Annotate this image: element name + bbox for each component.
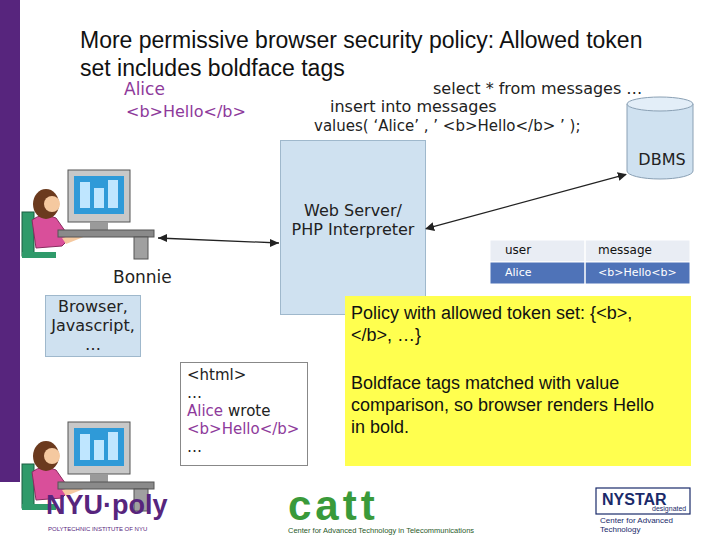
logo-text: NYU·poly [46, 490, 168, 521]
server-box: Web Server/ PHP Interpreter [280, 140, 426, 315]
sql-query: select * from messages … [433, 80, 642, 98]
logo-text: Center for Advanced Technology in Teleco… [288, 527, 474, 536]
table-divider [584, 240, 586, 284]
html-page: <html>…Alicewrote<b>Hello</b>… [180, 362, 308, 466]
logo-text: POLYTECHNIC INSTITUTE OF NYU [48, 526, 147, 533]
node-text: … [187, 438, 303, 456]
message-text: <b>Hello</b> [126, 103, 246, 121]
alice-workstation [22, 170, 154, 259]
cylinder-top [627, 97, 693, 111]
sql-query: values( ‘Alice’ , ’ <b>Hello</b> ’ ); [314, 118, 580, 135]
sql-query: insert into messages [330, 98, 497, 116]
arrow-head [270, 239, 279, 247]
table-row [490, 262, 690, 284]
cylinder-body [627, 104, 693, 179]
connector-arrow [426, 174, 626, 228]
side-bar [0, 0, 20, 482]
slide-title: More permissive browser security policy:… [80, 26, 660, 82]
node-text: <html> [187, 366, 303, 384]
database-cylinder: DBMS [626, 96, 694, 180]
logo-frame [596, 488, 690, 514]
node-text: DBMS [630, 150, 694, 169]
table-header [490, 240, 690, 262]
browser-box: Browser, Javascript, … [45, 295, 141, 357]
node-text: Policy with allowed token set: {<b>, </b… [351, 302, 656, 346]
policy-note: Policy with allowed token set: {<b>, </b… [345, 296, 691, 466]
table-cell: Alice [505, 267, 531, 280]
sender-name: Alice [124, 80, 165, 100]
logo-text: catt [288, 482, 379, 530]
request-line [158, 238, 279, 243]
table-cell: user [505, 244, 531, 258]
logo-text: Center for Advanced Technology [600, 516, 692, 534]
node-text: Boldface tags matched with value compari… [351, 372, 656, 438]
node-text: Browser, Javascript, … [48, 297, 138, 354]
node-text: Web Server/ PHP Interpreter [289, 201, 417, 239]
node-text: <b>Hello</b> [187, 420, 303, 438]
node-text: Alice [187, 402, 223, 420]
user-name: Bonnie [113, 268, 172, 288]
table-cell: <b>Hello<b> [598, 267, 677, 280]
arrow-head [158, 234, 167, 242]
logo-text: designated [652, 505, 686, 513]
node-text: wrote [228, 402, 270, 420]
node-text: … [187, 384, 303, 402]
table-cell: message [598, 244, 652, 258]
